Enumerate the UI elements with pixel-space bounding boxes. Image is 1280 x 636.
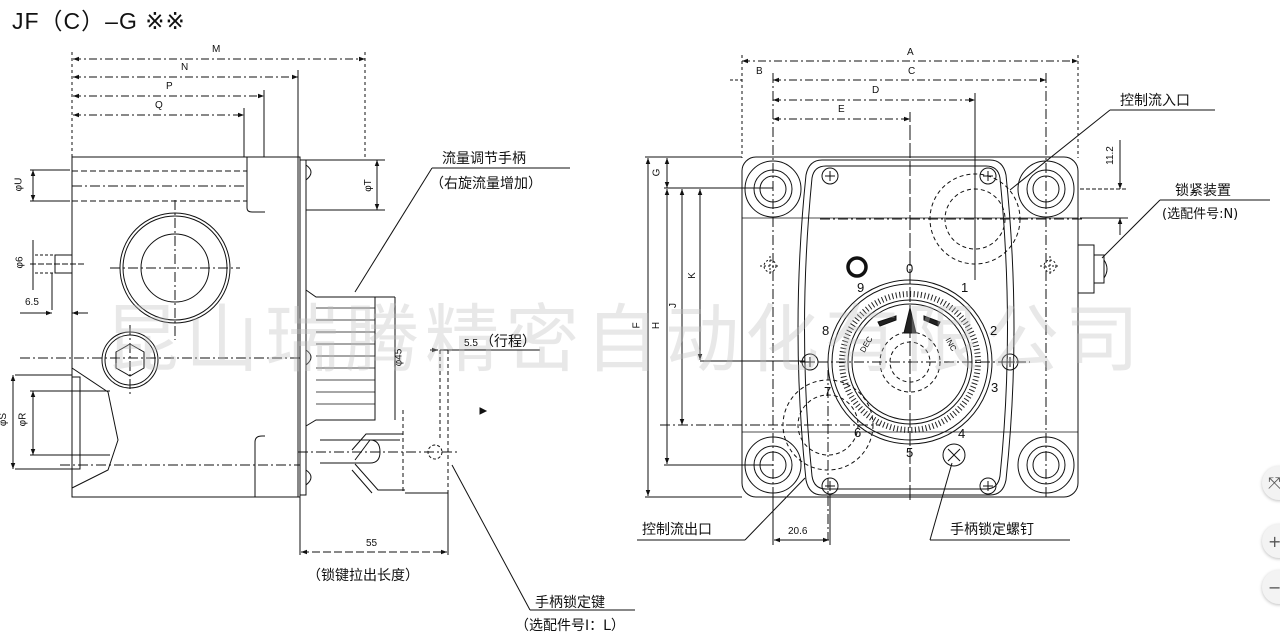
dial-number-8: 8 [822, 323, 830, 338]
dim-label-n: N [181, 62, 189, 73]
dim-label-h: H [651, 321, 663, 330]
dim-label-55: 55 [366, 538, 378, 549]
minus-icon: − [1268, 577, 1280, 597]
dim-label-b: B [756, 66, 763, 77]
dial-pointer [903, 307, 917, 334]
dial-number-3: 3 [991, 380, 999, 395]
dial-number-1: 1 [961, 280, 969, 295]
dim-label-phi-t: φT [362, 179, 374, 192]
label-outlet: 控制流出口 [642, 522, 712, 538]
fit-screen-button[interactable]: ⤧ [1262, 466, 1280, 500]
label-handle: 流量调节手柄 [442, 151, 526, 167]
dim-label-p: P [166, 81, 173, 92]
dial-number-6: 6 [854, 425, 862, 440]
dial-number-2: 2 [990, 323, 998, 338]
plus-icon: + [1268, 531, 1280, 551]
dim-label-f: F [631, 322, 643, 329]
dial-number-4: 4 [958, 426, 966, 441]
label-lock-device: 锁紧装置 [1175, 183, 1231, 199]
dim-label-phi-u: φU [13, 177, 25, 192]
leader-lock-screw [929, 462, 953, 541]
dim-label-d: D [872, 85, 880, 96]
dim-label-phi-r: φR [17, 412, 29, 427]
dim-label-20-6: 20.6 [788, 526, 808, 537]
drawing-title: JF（C）–G ※※ [12, 8, 186, 34]
dim-label-phi-6: φ6 [14, 256, 26, 269]
dim-label-phi-s: φS [0, 412, 10, 427]
dim-label-k: K [686, 272, 698, 279]
dim-label-m: M [212, 44, 221, 55]
label-lock-key: 手柄锁定键 [535, 595, 605, 611]
fit-screen-icon: ⤧ [1268, 473, 1280, 492]
leader-inlet [1009, 109, 1111, 191]
dial-cover [797, 159, 1015, 496]
dim-label-e: E [838, 104, 845, 115]
label-stroke-note: （行程） [480, 334, 536, 350]
leader-lock-key [451, 464, 531, 611]
dim-label-a: A [907, 47, 914, 58]
label-lock-screw: 手柄锁定螺钉 [950, 522, 1034, 538]
dial-number-7: 7 [824, 384, 832, 399]
label-handle-note: （右旋流量增加） [430, 176, 542, 192]
label-lock-key-note: （选配件号I：L） [515, 618, 625, 634]
side-view [10, 52, 635, 611]
dial-number-0: 0 [906, 261, 914, 276]
label-inlet: 控制流入口 [1120, 93, 1190, 109]
dim-label-11-2: 11.2 [1104, 146, 1116, 165]
zoom-out-button[interactable]: − [1262, 570, 1280, 604]
dim-label-g: G [651, 168, 663, 177]
label-pull-note: （锁键拉出长度） [307, 568, 419, 584]
dial-number-9: 9 [857, 280, 865, 295]
front-view [637, 55, 1270, 545]
dim-label-6-5: 6.5 [25, 297, 39, 308]
valve-body [71, 156, 301, 498]
dim-label-phi-45: φ45 [393, 348, 405, 367]
dim-label-c: C [908, 66, 916, 77]
leader-outlet [744, 477, 806, 541]
dim-label-q: Q [155, 100, 163, 111]
label-lock-device-note: (选配件号:N) [1162, 207, 1239, 222]
dim-label-stroke: 5.5 [464, 338, 478, 349]
zoom-in-button[interactable]: + [1262, 524, 1280, 558]
leader-lock-device [1101, 199, 1161, 259]
dim-label-j: J [668, 303, 679, 308]
dial-number-5: 5 [906, 445, 914, 460]
leader-handle [354, 167, 433, 293]
